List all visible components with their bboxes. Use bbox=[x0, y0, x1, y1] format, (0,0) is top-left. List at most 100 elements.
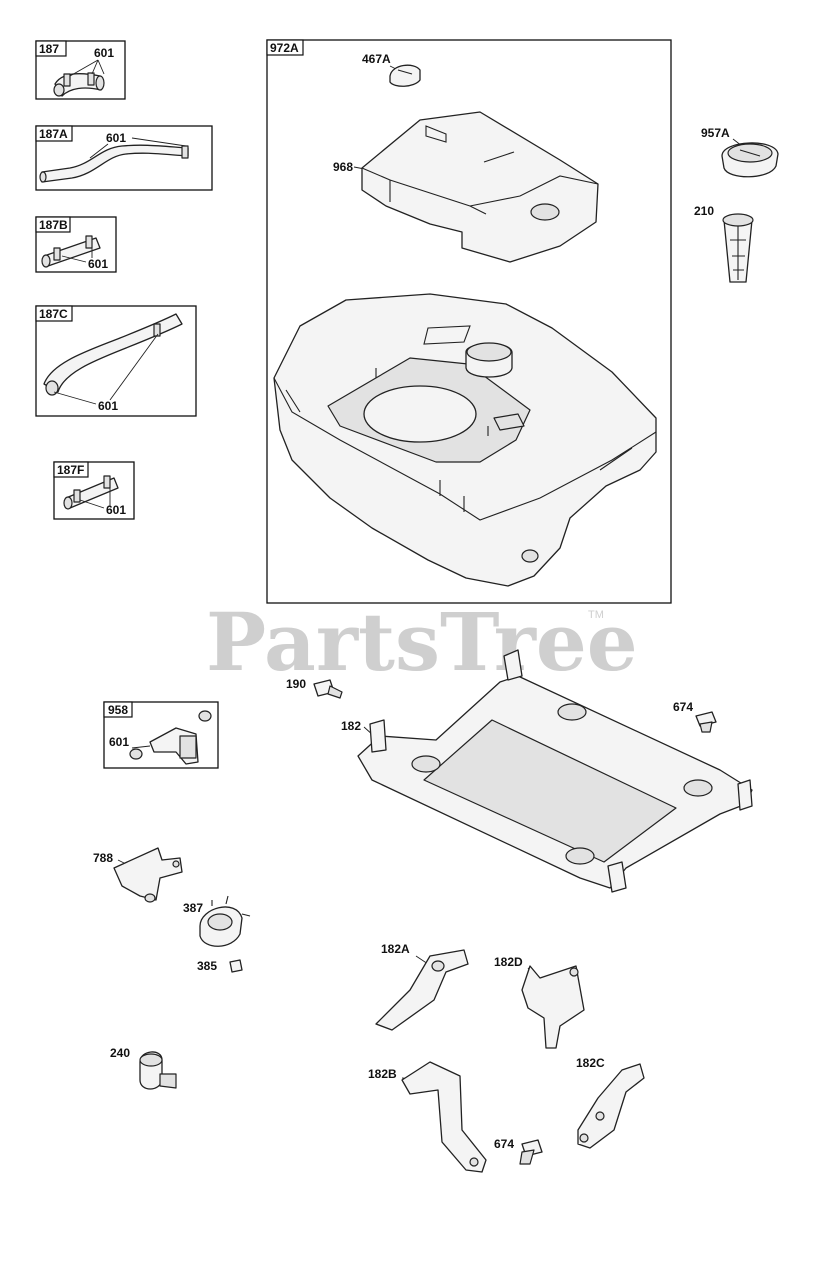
hose-end bbox=[41, 254, 51, 268]
bolt-shank bbox=[519, 1149, 535, 1165]
kit-187F[interactable]: 187F 601 bbox=[53, 461, 135, 520]
fuel-hose-curved bbox=[43, 313, 183, 393]
tank-center-opening bbox=[363, 385, 477, 443]
part-182C-label: 182C bbox=[576, 1056, 605, 1070]
watermark: PartsTree TM bbox=[206, 595, 638, 689]
kit-187B-label: 187B bbox=[39, 218, 68, 232]
part-385[interactable]: 385 bbox=[197, 959, 243, 973]
part-210[interactable]: 210 bbox=[694, 204, 754, 283]
frame-mount-hole bbox=[565, 847, 595, 865]
part-385-label: 385 bbox=[197, 959, 217, 973]
kit-958-frame bbox=[103, 701, 219, 769]
fuel-hose bbox=[41, 144, 189, 183]
part-674-lower[interactable]: 674 bbox=[494, 1137, 543, 1165]
hose-clamp bbox=[153, 323, 161, 337]
frame-mount-hole bbox=[557, 703, 587, 721]
kit-187F-label: 187F bbox=[57, 463, 84, 477]
kit-187A[interactable]: 187A 601 bbox=[35, 125, 213, 191]
part-182A[interactable]: 182A bbox=[375, 942, 469, 1031]
frame-mount-hole bbox=[411, 755, 441, 773]
hose-clamp bbox=[85, 235, 93, 249]
bracket-hole bbox=[431, 960, 445, 972]
frame-tab bbox=[503, 649, 523, 681]
part-182[interactable]: 182 bbox=[341, 649, 753, 893]
part-190[interactable]: 190 bbox=[286, 677, 343, 699]
part-674-upper[interactable]: 674 bbox=[673, 700, 717, 733]
bolt-shank bbox=[327, 685, 343, 699]
part-968-tank-cover bbox=[361, 111, 599, 263]
kit-187B[interactable]: 187B 601 bbox=[35, 216, 117, 273]
kit-187-frame bbox=[35, 40, 126, 100]
hose-clamp bbox=[63, 73, 71, 87]
kit-187F-tag bbox=[53, 461, 89, 478]
pump-diaphragm bbox=[207, 913, 233, 931]
part-182B[interactable]: 182B bbox=[368, 1061, 487, 1173]
part-674-upper-label: 674 bbox=[673, 700, 693, 714]
kit-972A-tag bbox=[266, 39, 304, 56]
leader-line bbox=[79, 488, 111, 509]
bracket-hole bbox=[569, 967, 579, 977]
part-387-label: 387 bbox=[183, 901, 203, 915]
kit-187C-part-label: 601 bbox=[98, 399, 118, 413]
hose-clamp bbox=[181, 145, 189, 159]
hose-end bbox=[45, 380, 59, 396]
cover-slot bbox=[483, 151, 515, 163]
kit-972A[interactable]: 972A 467A 968 bbox=[266, 39, 672, 604]
hose-clamp bbox=[198, 710, 212, 722]
part-182C[interactable]: 182C bbox=[576, 1056, 645, 1149]
kit-972A-label: 972A bbox=[270, 41, 299, 55]
hose-end bbox=[39, 171, 47, 183]
hose-end bbox=[53, 83, 65, 97]
watermark-trademark: TM bbox=[588, 609, 604, 621]
kit-187C-label: 187C bbox=[39, 307, 68, 321]
part-467A-cap bbox=[389, 64, 421, 87]
kit-187F-part-label: 601 bbox=[106, 503, 126, 517]
leader-line bbox=[131, 745, 151, 749]
leader-line bbox=[61, 246, 93, 263]
tank-clip bbox=[439, 480, 465, 512]
tank-badge bbox=[493, 413, 525, 431]
part-788[interactable]: 788 bbox=[93, 847, 183, 903]
bracket-hole bbox=[144, 893, 156, 903]
leader-line bbox=[53, 333, 159, 405]
kit-187C[interactable]: 187C 601 bbox=[35, 305, 197, 417]
tank-rim bbox=[273, 377, 657, 521]
part-240[interactable]: 240 bbox=[110, 1046, 177, 1090]
tank-bracket-c bbox=[577, 1063, 645, 1149]
kit-187-tag bbox=[35, 40, 67, 57]
tank-pins bbox=[375, 368, 489, 436]
tank-bracket-b bbox=[401, 1061, 487, 1173]
part-182-label: 182 bbox=[341, 719, 361, 733]
part-387[interactable]: 387 bbox=[183, 895, 251, 947]
filter-mesh bbox=[730, 226, 746, 280]
kit-958-label: 958 bbox=[108, 703, 128, 717]
kit-958-part-label: 601 bbox=[109, 735, 129, 749]
pump-ports bbox=[211, 895, 251, 917]
kit-187F-frame bbox=[53, 461, 135, 520]
kit-187B-frame bbox=[35, 216, 117, 273]
part-957A[interactable]: 957A bbox=[701, 126, 779, 178]
hose-clamp bbox=[73, 489, 81, 503]
part-182A-label: 182A bbox=[381, 942, 410, 956]
hose-clamp bbox=[103, 475, 111, 489]
tank-bracket-d bbox=[521, 965, 585, 1049]
kit-958-tag bbox=[103, 701, 133, 718]
part-240-label: 240 bbox=[110, 1046, 130, 1060]
filler-neck-opening bbox=[466, 342, 512, 362]
hose-clamp bbox=[53, 247, 61, 261]
kit-187B-part-label: 601 bbox=[88, 257, 108, 271]
pump-bracket bbox=[113, 847, 183, 901]
bracket-hole bbox=[469, 1157, 479, 1167]
frame-tab bbox=[369, 719, 387, 753]
hose-end bbox=[95, 75, 105, 91]
part-182D[interactable]: 182D bbox=[494, 955, 585, 1049]
bolt-shank bbox=[699, 721, 713, 733]
kit-958[interactable]: 958 601 bbox=[103, 701, 219, 769]
kit-187C-tag bbox=[35, 305, 73, 322]
kit-187[interactable]: 187 601 bbox=[35, 40, 126, 100]
cover-hole bbox=[530, 203, 560, 221]
tank-bracket-a bbox=[375, 949, 469, 1031]
bracket-hole bbox=[172, 860, 180, 868]
part-968-label: 968 bbox=[333, 160, 353, 174]
screw-head bbox=[229, 959, 243, 973]
